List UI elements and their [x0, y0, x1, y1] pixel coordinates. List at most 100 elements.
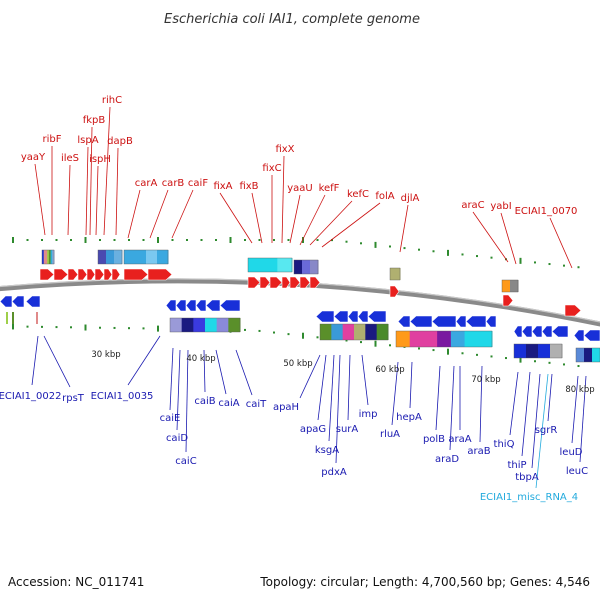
scale-label: 50 kbp: [283, 359, 312, 369]
leader-line: [531, 373, 541, 469]
outer-tick: [447, 249, 449, 256]
leader-line: [34, 163, 46, 236]
forward-gene-arrow: [309, 276, 321, 289]
feature-segment: [320, 324, 332, 340]
inner-tick: [99, 326, 101, 329]
reverse-gene-arrow: [531, 325, 543, 338]
inner-tick: [157, 325, 159, 332]
outer-tick: [577, 266, 580, 269]
feature-segment: [592, 348, 600, 362]
leader-line: [95, 165, 99, 236]
leader-line: [251, 192, 263, 244]
feature-block-outline: [247, 257, 293, 273]
reverse-gene-arrow: [431, 315, 457, 328]
feature-block-outline: [41, 249, 55, 265]
gene-label: araD: [435, 454, 459, 465]
tick-dots: [12, 237, 580, 368]
inner-tick: [55, 326, 58, 329]
feature-block-outline: [169, 317, 241, 333]
reverse-gene-arrow: [455, 315, 467, 328]
forward-gene-arrow: [259, 276, 271, 289]
outer-tick: [99, 239, 101, 241]
feature-segment: [584, 348, 593, 362]
gene-label: carB: [162, 178, 185, 189]
feature-segment: [437, 331, 452, 347]
feature-segment: [43, 250, 46, 264]
leader-line: [171, 189, 194, 239]
leader-line: [309, 200, 353, 246]
leader-line: [299, 354, 321, 399]
forward-gene-arrow: [86, 268, 96, 281]
feature-block-outline: [575, 347, 600, 363]
feature-segment: [294, 260, 303, 274]
forward-gene-arrow: [299, 276, 311, 289]
inner-tick: [244, 328, 246, 331]
leader-line: [335, 354, 341, 464]
gene-label: sgrR: [535, 425, 558, 436]
gene-label: lspA: [77, 135, 98, 146]
feature-segment: [464, 331, 479, 347]
feature-segment: [502, 280, 511, 292]
gene-label: kefF: [319, 183, 340, 194]
gene-label: ksgA: [315, 445, 339, 456]
gene-label: fixC: [262, 163, 281, 174]
leader-line: [391, 361, 399, 426]
leader-line: [89, 126, 93, 236]
gene-label: caiD: [166, 433, 188, 444]
gene-label: leuC: [566, 466, 588, 477]
leader-line: [127, 189, 141, 239]
gene-label: yaaY: [21, 152, 46, 163]
gene-label: hepA: [396, 412, 422, 423]
forward-gene-arrow: [564, 304, 582, 317]
leader-line: [449, 365, 455, 451]
reverse-gene-arrow: [573, 329, 585, 342]
inner-tick: [84, 324, 87, 331]
gene-label: yaaU: [287, 183, 313, 194]
inner-tick: [519, 356, 522, 363]
inner-tick: [70, 326, 72, 329]
outer-tick: [244, 239, 246, 241]
inner-tick: [389, 344, 391, 347]
reverse-gene-arrow: [367, 310, 387, 323]
outer-tick: [302, 237, 304, 243]
outer-tick: [55, 239, 58, 241]
forward-strand-genes: [39, 268, 582, 317]
leader-line: [281, 155, 285, 244]
gene-label: polB: [423, 434, 445, 445]
feature-segment: [423, 331, 438, 347]
gene-label: rihC: [102, 95, 122, 106]
gene-label: fixA: [213, 181, 232, 192]
forward-gene-arrow: [269, 276, 283, 289]
scale-label: 60 kbp: [375, 365, 404, 375]
feature-block-outline: [319, 323, 389, 341]
accession-text: Accession: NC_011741: [8, 575, 144, 589]
outer-tick: [26, 239, 29, 241]
feature-segment: [396, 331, 411, 347]
scale-label: 40 kbp: [186, 354, 215, 364]
feature-segment: [342, 324, 355, 340]
feature-segment: [376, 324, 389, 340]
outer-tick: [389, 245, 391, 248]
inner-tick: [534, 360, 536, 363]
map-title: Escherichia coli IAI1, complete genome: [164, 12, 420, 27]
forward-gene-arrow: [39, 268, 55, 281]
outer-tick: [258, 239, 261, 241]
inner-tick: [563, 363, 565, 366]
leader-line: [219, 192, 253, 244]
outer-tick: [461, 253, 464, 256]
feature-segment: [193, 318, 206, 332]
inner-tick: [360, 341, 362, 344]
outer-tick: [171, 239, 174, 241]
forward-gene-arrow: [77, 268, 88, 281]
leader-line: [43, 335, 71, 388]
forward-gene-arrow: [389, 285, 400, 298]
inner-tick: [12, 323, 14, 330]
feature-segment: [576, 348, 585, 362]
feature-block-outline: [389, 267, 401, 281]
leader-line: [500, 212, 517, 265]
reverse-gene-arrow: [185, 299, 197, 312]
feature-block-outline: [293, 259, 319, 275]
gene-label: apaG: [300, 424, 326, 435]
